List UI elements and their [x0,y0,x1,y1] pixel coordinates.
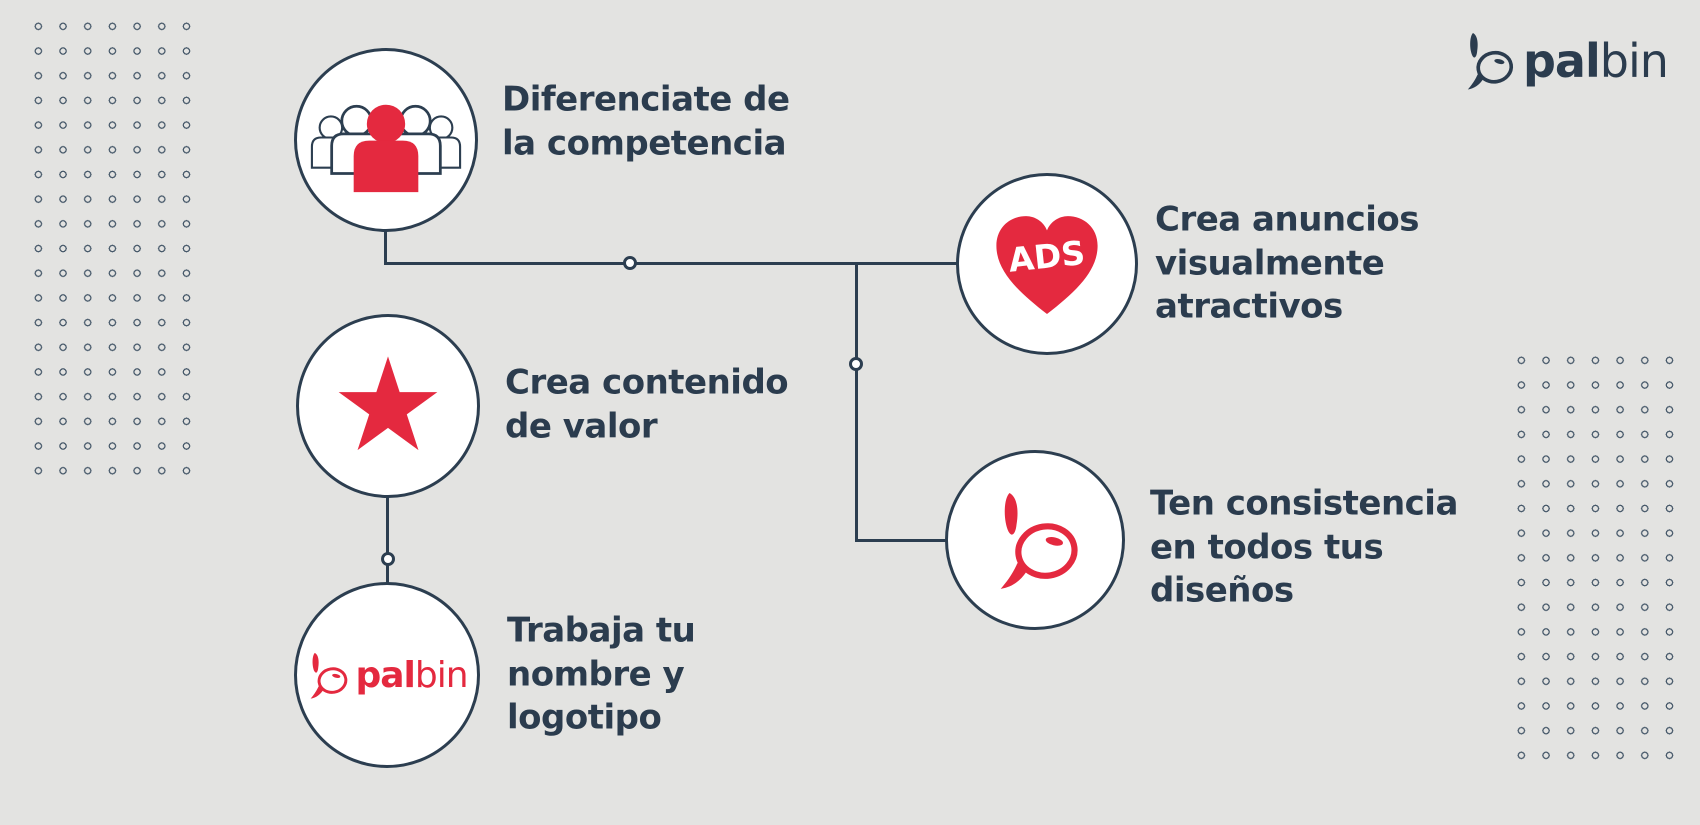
star-icon [338,356,438,451]
connector-people-down [384,230,387,265]
feature-circle-logotipo: palbin [294,582,480,768]
connector-main-horizontal [384,262,958,265]
palbin-logo-icon: palbin [306,651,469,699]
dot-grid-pattern-top-left [26,14,199,484]
palbin-fish-icon [1465,32,1514,90]
feature-circle-contenido [296,314,480,498]
feature-circle-anuncios: ADS [956,173,1138,355]
ads-heart-label: ADS [1007,232,1087,279]
connector-node [849,357,863,371]
people-group-icon [310,104,462,193]
palbin-wordmark: palbin [355,654,468,696]
palbin-fish-icon [991,491,1079,590]
feature-label-anuncios: Crea anuncios visualmente atractivos [1155,199,1420,327]
connector-branch-vertical [855,262,858,542]
connector-to-fish [855,539,947,542]
feature-circle-consistencia [945,450,1125,630]
feature-label-competencia: Diferenciate de la competencia [502,79,790,163]
palbin-wordmark: palbin [1523,34,1669,88]
palbin-logo: palbin [1462,32,1669,90]
connector-node [623,256,637,270]
feature-label-logotipo: Trabaja tu nombre y logotipo [507,610,696,738]
feature-label-consistencia: Ten consistencia en todos tus diseños [1150,483,1458,611]
connector-star-to-logo [386,497,389,584]
dot-grid-pattern-bottom-right [1509,348,1682,768]
palbin-fish-icon [309,651,349,699]
feature-circle-competencia [294,48,478,232]
connector-node [381,552,395,566]
ads-heart-icon: ADS [996,215,1098,314]
feature-label-contenido: Crea contenido de valor [505,362,789,446]
